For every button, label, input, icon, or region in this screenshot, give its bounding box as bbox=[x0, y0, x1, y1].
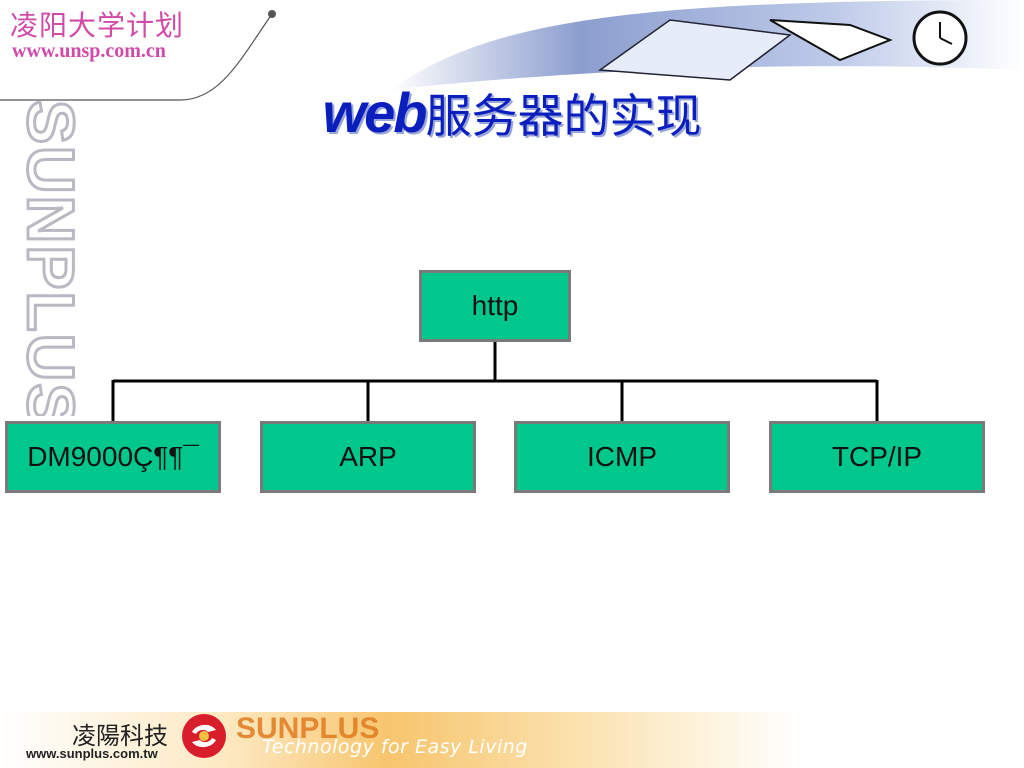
footer-band bbox=[0, 712, 1024, 768]
vertical-logo-text: SUNPLUS bbox=[14, 100, 88, 416]
paper-plane-shape bbox=[769, 19, 893, 62]
header-banner-graphic bbox=[390, 0, 1024, 90]
node-arp: ARP bbox=[260, 421, 476, 493]
node-http: http bbox=[419, 270, 571, 342]
slide-title-prefix: web bbox=[322, 81, 428, 144]
brand-url: www.unsp.com.cn bbox=[12, 40, 166, 62]
footer-url: www.sunplus.com.tw bbox=[26, 746, 158, 761]
footer-company-name: 凌陽科技 bbox=[72, 722, 168, 750]
slide-title: web服务器的实现 bbox=[0, 80, 1024, 146]
node-dm9000: DM9000Ç¶¶¯ bbox=[5, 421, 221, 493]
slide-title-text: 服务器的实现 bbox=[425, 89, 702, 143]
node-tcpip: TCP/IP bbox=[769, 421, 985, 493]
brand-chinese-name: 凌阳大学计划 bbox=[10, 9, 185, 42]
footer-tagline: Technology for Easy Living bbox=[262, 736, 528, 758]
sunplus-logo-icon bbox=[182, 714, 226, 758]
vertical-sunplus-logo: SUNPLUS bbox=[13, 99, 90, 417]
book-shape bbox=[597, 19, 792, 81]
node-icmp: ICMP bbox=[514, 421, 730, 493]
footer-brand: SUNPLUS bbox=[236, 712, 380, 745]
decorative-curve bbox=[0, 10, 276, 101]
